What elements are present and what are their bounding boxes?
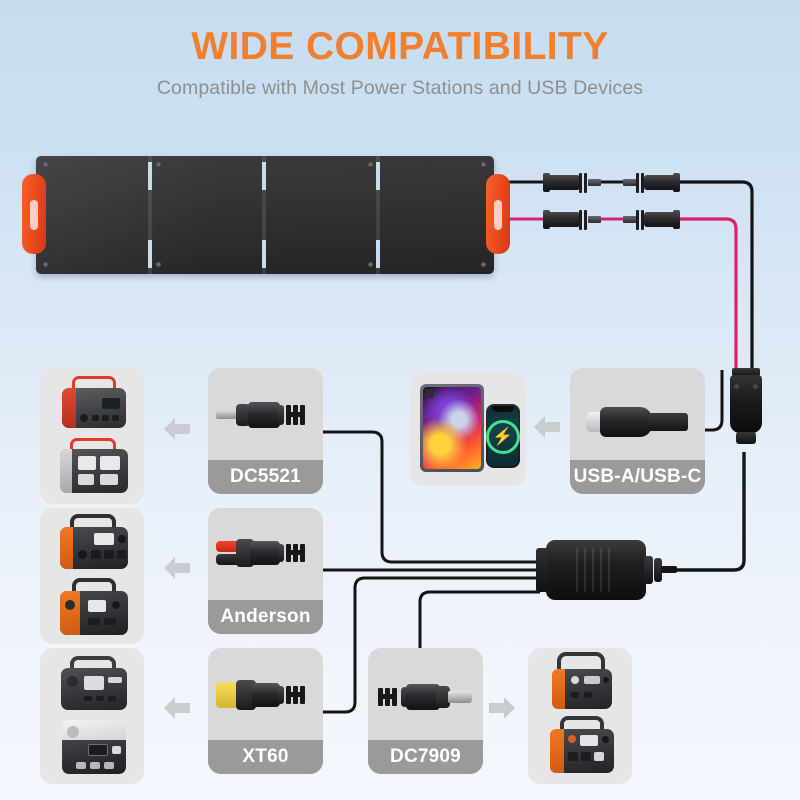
white-grey-power-station bbox=[58, 718, 130, 776]
header: WIDE COMPATIBILITY Compatible with Most … bbox=[0, 0, 800, 100]
usb-c-plug-black bbox=[586, 406, 691, 438]
smartphone-charging: ⚡ bbox=[486, 404, 520, 468]
anderson-plug-red-black bbox=[216, 538, 316, 572]
connector-card-usb[interactable]: USB-A/USB-C bbox=[570, 368, 705, 494]
arrow-anderson-to-station bbox=[164, 557, 190, 579]
connector-label-xt60: XT60 bbox=[208, 740, 323, 774]
orange-black-power-station-angled bbox=[58, 578, 130, 638]
device-card-power-station-orange bbox=[40, 508, 144, 644]
dc-barrel-plug-7909 bbox=[378, 682, 476, 712]
device-card-power-station-grey bbox=[40, 648, 144, 784]
panel-fold-seam bbox=[376, 156, 380, 274]
connector-card-anderson[interactable]: Anderson bbox=[208, 508, 323, 634]
arrow-dc7909-to-station bbox=[489, 697, 515, 719]
orange-black-power-station-front bbox=[58, 514, 130, 574]
tablet bbox=[420, 384, 484, 472]
mc4-male-bottom bbox=[543, 210, 601, 230]
panel-fold-seam bbox=[262, 156, 266, 274]
mc4-female-bottom bbox=[623, 210, 681, 230]
dark-grey-power-station bbox=[58, 656, 130, 714]
orange-black-tall-station bbox=[546, 652, 618, 714]
solar-panel-body bbox=[36, 156, 494, 274]
arrow-dc5521-to-station bbox=[164, 418, 190, 440]
page-subtitle: Compatible with Most Power Stations and … bbox=[156, 76, 644, 99]
connector-card-dc7909[interactable]: DC7909 bbox=[368, 648, 483, 774]
device-card-tablet-phone: ⚡ bbox=[410, 372, 526, 486]
mc4-female-top bbox=[623, 173, 681, 193]
connector-label-dc5521: DC5521 bbox=[208, 460, 323, 494]
page-title: WIDE COMPATIBILITY bbox=[191, 25, 609, 68]
panel-handle-right bbox=[486, 174, 510, 254]
connector-label-anderson: Anderson bbox=[208, 600, 323, 634]
cable-splitter-hub bbox=[536, 538, 677, 602]
two-pin-junction-plug bbox=[730, 368, 762, 454]
red-grey-power-station-angled bbox=[58, 438, 130, 496]
solar-panel bbox=[14, 150, 514, 280]
panel-fold-seam bbox=[148, 156, 152, 274]
connector-label-usb: USB-A/USB-C bbox=[570, 460, 705, 494]
connector-card-xt60[interactable]: XT60 bbox=[208, 648, 323, 774]
arrow-xt60-to-station bbox=[164, 697, 190, 719]
mc4-male-top bbox=[543, 173, 601, 193]
orange-black-station-angled bbox=[546, 716, 618, 778]
charging-bolt-icon: ⚡ bbox=[486, 420, 520, 455]
connector-label-dc7909: DC7909 bbox=[368, 740, 483, 774]
connector-card-dc5521[interactable]: DC5521 bbox=[208, 368, 323, 494]
dc-barrel-plug-black bbox=[216, 400, 316, 430]
red-grey-power-station-front bbox=[58, 376, 130, 434]
device-card-power-station-red bbox=[40, 368, 144, 504]
arrow-usb-to-devices bbox=[534, 416, 560, 438]
device-card-power-station-orange-tall bbox=[528, 648, 632, 784]
xt60-plug-yellow-black bbox=[216, 680, 316, 712]
panel-handle-left bbox=[22, 174, 46, 254]
